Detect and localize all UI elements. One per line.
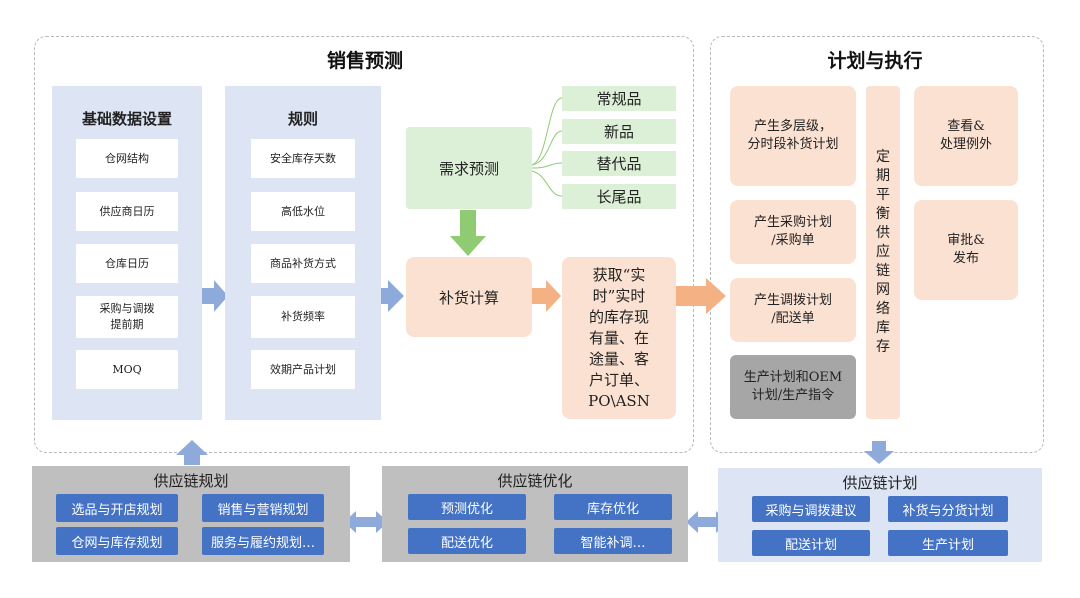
scp-plan-item: 采购与调拨建议	[752, 496, 870, 522]
exception-handling-box: 查看& 处理例外	[914, 86, 1018, 186]
scp-optimization-panel: 供应链优化 预测优化 库存优化 配送优化 智能补调…	[382, 466, 688, 562]
basic-data-item: 采购与调拨 提前期	[76, 296, 178, 338]
product-type-longtail: 长尾品	[562, 184, 676, 209]
approve-publish-box: 审批& 发布	[914, 200, 1018, 300]
rules-column: 规则 安全库存天数 高低水位 商品补货方式 补货频率 效期产品计划	[225, 86, 381, 420]
arrow-replenish-to-realtime	[532, 280, 561, 312]
scp-planning-title: 供应链规划	[153, 472, 229, 490]
scp-planning-item: 仓网与库存规划	[56, 527, 178, 555]
arrow-down-to-scp-plan	[864, 441, 894, 464]
scp-plan-item: 生产计划	[888, 530, 1008, 556]
rules-item: 高低水位	[251, 192, 355, 231]
product-type-regular: 常规品	[562, 86, 676, 111]
scp-optimization-item: 库存优化	[554, 494, 672, 520]
product-type-new: 新品	[562, 119, 676, 144]
basic-data-title: 基础数据设置	[81, 110, 172, 128]
scp-planning-item: 服务与履约规划…	[202, 527, 324, 555]
transfer-plan-box: 产生调拨计划 /配送单	[730, 278, 856, 342]
sales-forecast-container	[34, 36, 694, 453]
scp-planning-panel: 供应链规划 选品与开店规划 销售与营销规划 仓网与库存规划 服务与履约规划…	[32, 466, 350, 562]
double-arrow-right	[686, 511, 728, 533]
arrow-demand-to-replenish	[450, 210, 486, 256]
demand-forecast-box: 需求预测	[406, 127, 532, 209]
rules-item: 效期产品计划	[251, 350, 355, 389]
scp-plan-panel: 供应链计划 采购与调拨建议 补货与分货计划 配送计划 生产计划	[718, 468, 1042, 562]
purchase-plan-box: 产生采购计划 /采购单	[730, 200, 856, 264]
arrow-up-to-forecast	[176, 440, 208, 465]
arrow-rules-to-replenish	[375, 280, 404, 312]
plan-execute-title: 计划与执行	[827, 50, 923, 72]
scp-plan-item: 配送计划	[752, 530, 870, 556]
scp-planning-item: 选品与开店规划	[56, 494, 178, 522]
scp-plan-title: 供应链计划	[842, 474, 918, 492]
basic-data-item: 仓库日历	[76, 244, 178, 283]
basic-data-column: 基础数据设置 仓网结构 供应商日历 仓库日历 采购与调拨 提前期 MOQ	[52, 86, 202, 420]
production-plan-box: 生产计划和OEM 计划/生产指令	[730, 355, 856, 419]
scp-plan-item: 补货与分货计划	[888, 496, 1008, 522]
arrow-realtime-to-plan	[676, 278, 726, 314]
realtime-data-box: 获取“实 时”实时 的库存现 有量、在 途量、客 户订单、 PO\ASN	[562, 257, 676, 419]
arrow-basic-to-rules	[202, 280, 228, 312]
replenishment-calc-box: 补货计算	[406, 257, 532, 337]
scp-optimization-title: 供应链优化	[497, 472, 573, 490]
scp-optimization-item: 预测优化	[408, 494, 526, 520]
network-balance-bar: 定 期 平 衡 供 应 链 网 络 库 存	[866, 86, 900, 419]
rules-item: 商品补货方式	[251, 244, 355, 283]
product-type-substitute: 替代品	[562, 151, 676, 176]
rules-item: 安全库存天数	[251, 139, 355, 178]
scp-optimization-item: 配送优化	[408, 528, 526, 554]
scp-planning-item: 销售与营销规划	[202, 494, 324, 522]
rules-title: 规则	[287, 110, 318, 128]
multi-level-plan-box: 产生多层级， 分时段补货计划	[730, 86, 856, 186]
product-connector-lines	[531, 97, 563, 197]
basic-data-item: MOQ	[76, 350, 178, 389]
double-arrow-left	[344, 511, 388, 533]
scp-optimization-item: 智能补调…	[554, 528, 672, 554]
rules-item: 补货频率	[251, 296, 355, 338]
basic-data-item: 供应商日历	[76, 192, 178, 231]
basic-data-item: 仓网结构	[76, 139, 178, 178]
sales-forecast-title: 销售预测	[326, 50, 403, 72]
